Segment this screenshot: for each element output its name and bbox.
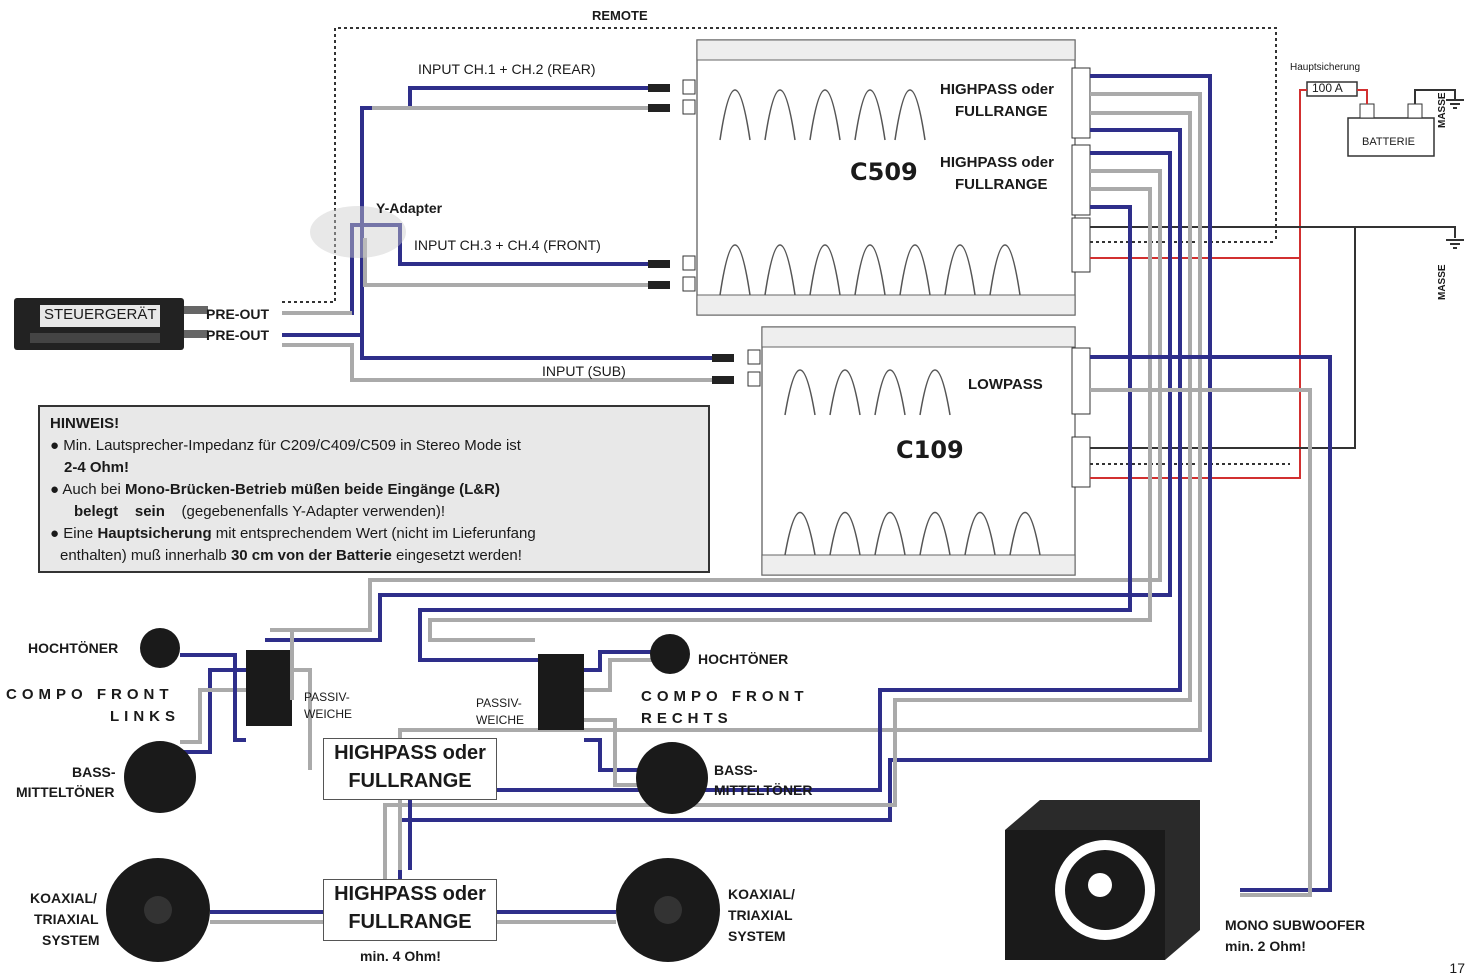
sub-label-2: min. 2 Ohm! xyxy=(1225,938,1306,954)
box-rear: HIGHPASS oder FULLRANGE xyxy=(323,879,497,941)
box-front-line2: FULLRANGE xyxy=(348,770,472,792)
tweeter-right-label: HOCHTÖNER xyxy=(698,651,789,667)
coax-right-1: KOAXIAL/ xyxy=(728,886,795,902)
hint-l4b: 30 cm von der Batterie xyxy=(230,547,392,564)
coax-left-1: KOAXIAL/ xyxy=(30,890,97,906)
box-front: HIGHPASS oder FULLRANGE xyxy=(323,738,497,800)
coax-right-3: SYSTEM xyxy=(728,928,786,944)
box-front-line1: HIGHPASS oder xyxy=(334,742,486,764)
subwoofer-box xyxy=(1005,800,1200,960)
ground-1-label: MASSE xyxy=(1437,92,1448,128)
hp-2-line2: FULLRANGE xyxy=(955,176,1048,193)
compo-left-1: COMPO FRONT xyxy=(6,686,174,703)
compo-right-2: RECHTS xyxy=(641,710,733,727)
sub-label-1: MONO SUBWOOFER xyxy=(1225,917,1365,933)
crossover-left-shape xyxy=(246,650,292,726)
crossover-right-2: WEICHE xyxy=(476,713,524,727)
compo-left-2: LINKS xyxy=(110,708,180,725)
ground-2-label: MASSE xyxy=(1437,264,1448,300)
crossover-left-1: PASSIV- xyxy=(304,690,350,704)
hp-2-line1: HIGHPASS oder xyxy=(940,154,1054,171)
crossover-left-2: WEICHE xyxy=(304,707,352,721)
page-number: 17 xyxy=(1449,960,1465,976)
remote-label: REMOTE xyxy=(592,8,648,23)
hint-l3c: mit entsprechendem Wert (nicht im Liefer… xyxy=(211,525,536,542)
hint-l2b: Mono-Brücken-Betrieb müßen beide Eingäng… xyxy=(124,481,500,498)
coax-right-2: TRIAXIAL xyxy=(728,907,793,923)
fuse-title: Hauptsicherung xyxy=(1290,62,1361,73)
woofer-left-1: BASS- xyxy=(72,764,116,780)
hint-l3b: Hauptsicherung xyxy=(97,525,212,542)
coax-left-2: TRIAXIAL xyxy=(34,911,99,927)
y-adapter-highlight xyxy=(310,206,406,258)
amp-c509-label: C509 xyxy=(850,158,918,186)
woofer-right-2: MITTELTÖNER xyxy=(714,782,813,798)
hp-1-line2: FULLRANGE xyxy=(955,103,1048,120)
hint-l1b: 2-4 Ohm! xyxy=(64,459,130,476)
box-rear-line2: FULLRANGE xyxy=(348,911,472,933)
box-rear-line1: HIGHPASS oder xyxy=(334,883,486,905)
box-rear-line3: min. 4 Ohm! xyxy=(360,948,441,964)
pre-out-1-label: PRE-OUT xyxy=(206,306,269,322)
tweeter-left-label: HOCHTÖNER xyxy=(28,640,119,656)
hint-l2a: Auch bei xyxy=(62,481,125,498)
battery-label: BATTERIE xyxy=(1362,136,1415,148)
hint-l4a: enthalten) muß innerhalb xyxy=(60,547,231,564)
crossover-right-shape xyxy=(538,654,584,730)
amp-c509 xyxy=(696,39,1091,316)
input-front-label: INPUT CH.3 + CH.4 (FRONT) xyxy=(414,237,601,253)
coax-left-3: SYSTEM xyxy=(42,932,100,948)
lowpass-label: LOWPASS xyxy=(968,376,1043,393)
hint-l1: Min. Lautsprecher-Impedanz für C209/C409… xyxy=(63,437,521,454)
head-unit-label: STEUERGERÄT xyxy=(44,306,157,323)
crossover-right-1: PASSIV- xyxy=(476,696,522,710)
fuse-value: 100 A xyxy=(1312,81,1343,95)
input-sub-label: INPUT (SUB) xyxy=(542,363,626,379)
hp-1-line1: HIGHPASS oder xyxy=(940,81,1054,98)
hint-box: HINWEIS! ● Min. Lautsprecher-Impedanz fü… xyxy=(38,405,710,573)
amp-c109-label: C109 xyxy=(896,436,964,464)
woofer-left-2: MITTELTÖNER xyxy=(16,784,115,800)
amp-c109 xyxy=(761,326,1091,576)
hint-l2c: belegt xyxy=(74,503,119,520)
hint-l3a: Eine xyxy=(63,525,98,542)
pre-out-2-label: PRE-OUT xyxy=(206,327,269,343)
hint-l4c: eingesetzt werden! xyxy=(391,547,522,564)
woofer-right-1: BASS- xyxy=(714,762,758,778)
compo-right-1: COMPO FRONT xyxy=(641,688,809,705)
speakers xyxy=(106,628,720,962)
hint-l2e: (gegebenenfalls Y-Adapter verwenden)! xyxy=(181,503,446,520)
y-adapter-label: Y-Adapter xyxy=(376,200,443,216)
remote-wire xyxy=(282,27,1277,303)
hint-l2d: sein xyxy=(134,503,165,520)
head-unit xyxy=(14,298,208,350)
hint-title: HINWEIS! xyxy=(50,415,120,432)
battery-group xyxy=(1299,81,1464,258)
input-rear-label: INPUT CH.1 + CH.2 (REAR) xyxy=(418,61,596,77)
